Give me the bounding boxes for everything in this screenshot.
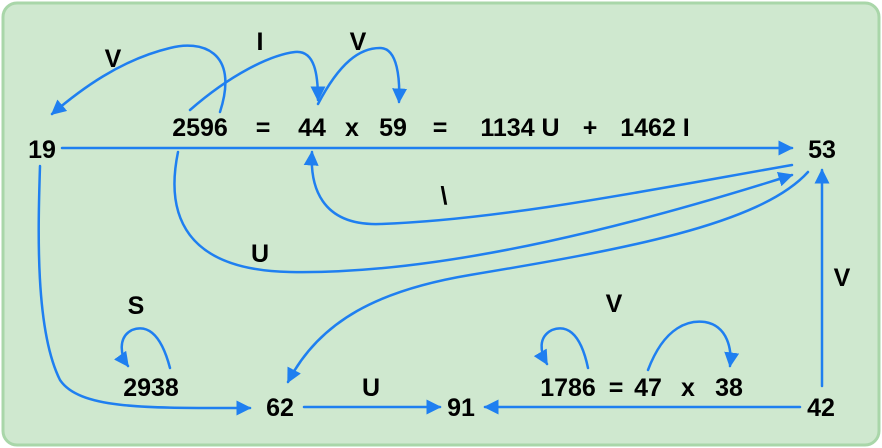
bottom-eq-factor-1: 47 xyxy=(634,374,662,402)
arrow-s-loop-2938 xyxy=(113,327,172,370)
node-2938: 2938 xyxy=(123,374,179,402)
edge-label-u-62-91: U xyxy=(362,374,380,402)
edge-label-v-top: V xyxy=(350,28,367,56)
node-62: 62 xyxy=(266,394,294,422)
edge-label-backslash: \ xyxy=(441,182,448,210)
edge-label-u-curve: U xyxy=(251,240,269,268)
arrow-1786-loop xyxy=(533,327,590,370)
bottom-eq-lhs: 1786 xyxy=(540,374,596,402)
arrow-53-to-62 xyxy=(286,170,810,384)
top-eq-term-1: 1134 U xyxy=(480,114,559,142)
arrow-2596-to-44 xyxy=(188,50,326,112)
arrow-44-to-59 xyxy=(316,46,408,106)
top-eq-times: x xyxy=(345,114,359,142)
top-eq-factor-2: 59 xyxy=(379,114,407,142)
bottom-eq-times: x xyxy=(681,374,695,402)
top-eq-term-2: 1462 I xyxy=(620,114,690,142)
bottom-eq-equals: = xyxy=(609,374,624,402)
node-19: 19 xyxy=(28,136,56,164)
bottom-eq-factor-2: 38 xyxy=(715,374,743,402)
edge-label-v-right: V xyxy=(834,264,851,292)
node-91: 91 xyxy=(447,394,475,422)
top-eq-lhs: 2596 xyxy=(172,114,228,142)
arrow-2596-to-19 xyxy=(50,44,227,116)
arrow-47-to-38 xyxy=(646,320,740,372)
top-eq-equals-2: = xyxy=(433,114,448,142)
node-42: 42 xyxy=(807,394,835,422)
edge-label-s-loop: S xyxy=(128,292,145,320)
edge-label-i-top: I xyxy=(257,28,264,56)
node-53: 53 xyxy=(808,136,836,164)
top-eq-equals-1: = xyxy=(256,114,271,142)
edge-label-v-to-19: V xyxy=(105,45,122,73)
edge-label-v-bottom: V xyxy=(606,290,623,318)
arrow-53-to-44 xyxy=(303,150,794,226)
top-eq-plus: + xyxy=(583,114,598,142)
arrow-2596-to-53 xyxy=(173,150,794,274)
top-eq-factor-1: 44 xyxy=(298,114,326,142)
arrow-19-to-62 xyxy=(37,164,252,416)
